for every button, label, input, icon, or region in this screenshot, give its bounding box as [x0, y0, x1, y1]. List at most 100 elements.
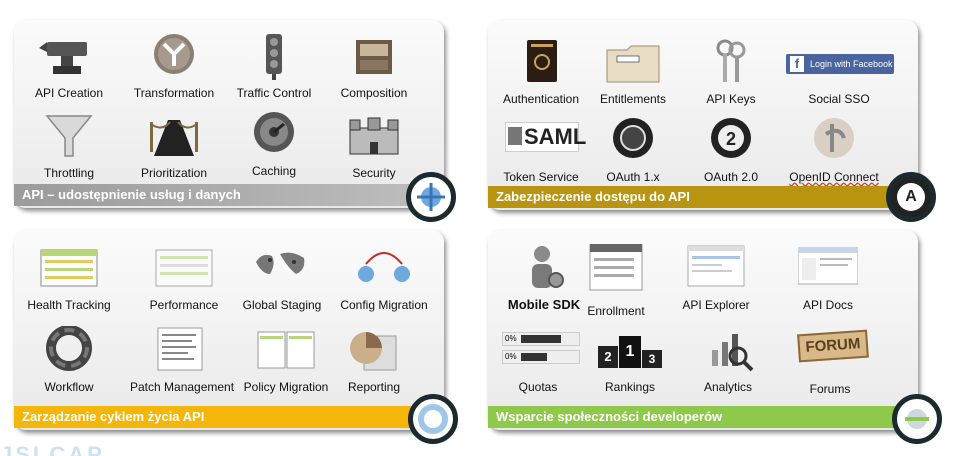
tile-workflow[interactable]: Workflow — [19, 322, 119, 394]
tile-caching[interactable]: Caching — [224, 106, 324, 178]
tile-label: Forums — [809, 382, 851, 396]
tile-label: Throttling — [43, 166, 95, 180]
openid-icon — [814, 118, 854, 158]
tile-entitlements[interactable]: Entitlements — [583, 34, 683, 106]
tile-global-staging[interactable]: Global Staging — [232, 240, 332, 312]
facebook-login-button[interactable]: f Login with Facebook — [786, 54, 894, 74]
tile-oauth1[interactable]: OAuth 1.x — [583, 112, 683, 184]
tile-api-docs[interactable]: API Docs — [778, 240, 878, 312]
saml-mark-icon — [508, 127, 522, 145]
quota-fill — [521, 353, 547, 361]
panel-lifecycle: Health Tracking Performance Global Stagi… — [14, 230, 458, 444]
tile-policy-migration[interactable]: Policy Migration — [236, 322, 336, 394]
tile-token-service[interactable]: SAML Token Service — [491, 112, 591, 184]
tile-label: Traffic Control — [236, 86, 312, 100]
tile-forums[interactable]: FORUM Forums — [780, 324, 880, 396]
tile-label: Health Tracking — [27, 298, 111, 312]
tile-label: Analytics — [703, 380, 753, 394]
tile-label: Caching — [251, 164, 297, 178]
tile-label: Patch Management — [130, 380, 235, 394]
tile-label: API Docs — [802, 298, 853, 312]
tile-throttling[interactable]: Throttling — [19, 108, 119, 180]
keys-icon — [716, 39, 746, 82]
tile-label: Performance — [149, 298, 219, 312]
report-table-icon — [155, 249, 213, 287]
quota-fill — [521, 335, 561, 343]
oauth-badge-icon — [613, 118, 653, 158]
tile-enrollment[interactable]: Enrollment — [566, 240, 666, 318]
podium-second: 2 — [598, 346, 618, 368]
tile-api-creation[interactable]: API Creation — [19, 28, 119, 100]
tile-openid-connect[interactable]: OpenID Connect — [784, 112, 884, 184]
list-panel-icon — [589, 244, 643, 291]
document-icon — [157, 327, 203, 371]
tile-analytics[interactable]: Analytics — [678, 322, 778, 394]
saml-logo: SAML — [505, 122, 586, 152]
tile-performance[interactable]: Performance — [134, 240, 234, 312]
community-icon — [905, 409, 929, 429]
tile-label: Entitlements — [599, 92, 667, 106]
panel-title-band: API – udostępnienie usług i danych — [14, 184, 424, 206]
api-hub-icon — [417, 183, 445, 211]
tile-api-explorer[interactable]: API Explorer — [666, 240, 766, 312]
explorer-window-icon — [687, 245, 745, 287]
fortress-icon — [349, 117, 399, 155]
tile-transformation[interactable]: Transformation — [124, 28, 224, 100]
docs-page-icon — [798, 247, 858, 285]
facebook-button-label: Login with Facebook — [810, 59, 893, 69]
funnel-icon — [45, 115, 93, 157]
tile-label: Composition — [340, 86, 408, 100]
tile-composition[interactable]: Composition — [324, 28, 424, 100]
tile-label: Reporting — [347, 380, 401, 394]
tile-label: Transformation — [133, 86, 215, 100]
panel-title-band: Zarządzanie cyklem życia API — [14, 406, 424, 428]
panel-badge — [406, 172, 456, 222]
lifecycle-ring-icon — [418, 404, 448, 434]
tile-api-keys[interactable]: API Keys — [681, 34, 781, 106]
tile-security[interactable]: Security — [324, 108, 424, 180]
podium-first: 1 — [619, 336, 641, 368]
panel-developer-community: Mobile SDK Enrollment API Explorer API D… — [488, 230, 942, 444]
folder-icon — [606, 45, 660, 83]
panel-title-band: Zabezpieczenie dostępu do API — [488, 186, 898, 208]
forum-sign-icon: FORUM — [797, 329, 869, 363]
quota-bar: 0% — [502, 332, 580, 346]
tile-health-tracking[interactable]: Health Tracking — [19, 240, 119, 312]
tile-traffic-control[interactable]: Traffic Control — [224, 28, 324, 100]
tile-label: Workflow — [44, 380, 94, 394]
tile-label: Rankings — [604, 380, 656, 394]
tile-label: Enrollment — [587, 304, 645, 318]
tile-reporting[interactable]: Reporting — [324, 322, 424, 394]
tile-patch-management[interactable]: Patch Management — [130, 322, 235, 394]
tile-config-migration[interactable]: Config Migration — [334, 240, 434, 312]
facebook-icon: f — [790, 56, 804, 72]
tile-social-sso[interactable]: f Login with Facebook Social SSO — [784, 34, 894, 106]
panel-access-security: Authentication Entitlements API Keys f L… — [488, 20, 936, 222]
tile-label: Security — [352, 166, 396, 180]
tile-authentication[interactable]: Authentication — [491, 34, 591, 106]
world-map-icon — [256, 252, 305, 274]
tile-label: Policy Migration — [243, 380, 329, 394]
panel-badge — [408, 394, 458, 444]
dual-window-icon — [257, 331, 315, 369]
watermark-text: JSLCAP — [0, 444, 170, 456]
migration-arrows-icon — [358, 252, 410, 282]
panel-title-band: Wsparcie społeczności developerów — [488, 406, 898, 428]
cycle-icon — [46, 326, 92, 371]
tile-label: API Explorer — [682, 298, 750, 312]
tile-mobile-sdk[interactable]: Mobile SDK — [494, 240, 594, 312]
passport-icon — [527, 40, 557, 82]
tile-quotas[interactable]: 0% 0% Quotas — [488, 322, 588, 394]
anvil-icon — [39, 42, 87, 74]
podium-icon: 2 1 3 — [598, 336, 662, 368]
saml-text: SAML — [524, 124, 587, 149]
tile-prioritization[interactable]: Prioritization — [124, 108, 224, 180]
tile-label: Prioritization — [140, 166, 208, 180]
tile-oauth2[interactable]: 2 OAuth 2.0 — [681, 112, 781, 184]
tile-rankings[interactable]: 2 1 3 Rankings — [580, 322, 680, 394]
quota-value: 0% — [505, 334, 517, 343]
panel-badge — [892, 394, 942, 444]
oauth2-badge-icon: 2 — [711, 118, 751, 158]
tile-label: OpenID Connect — [789, 170, 879, 184]
quota-value: 0% — [505, 352, 517, 361]
